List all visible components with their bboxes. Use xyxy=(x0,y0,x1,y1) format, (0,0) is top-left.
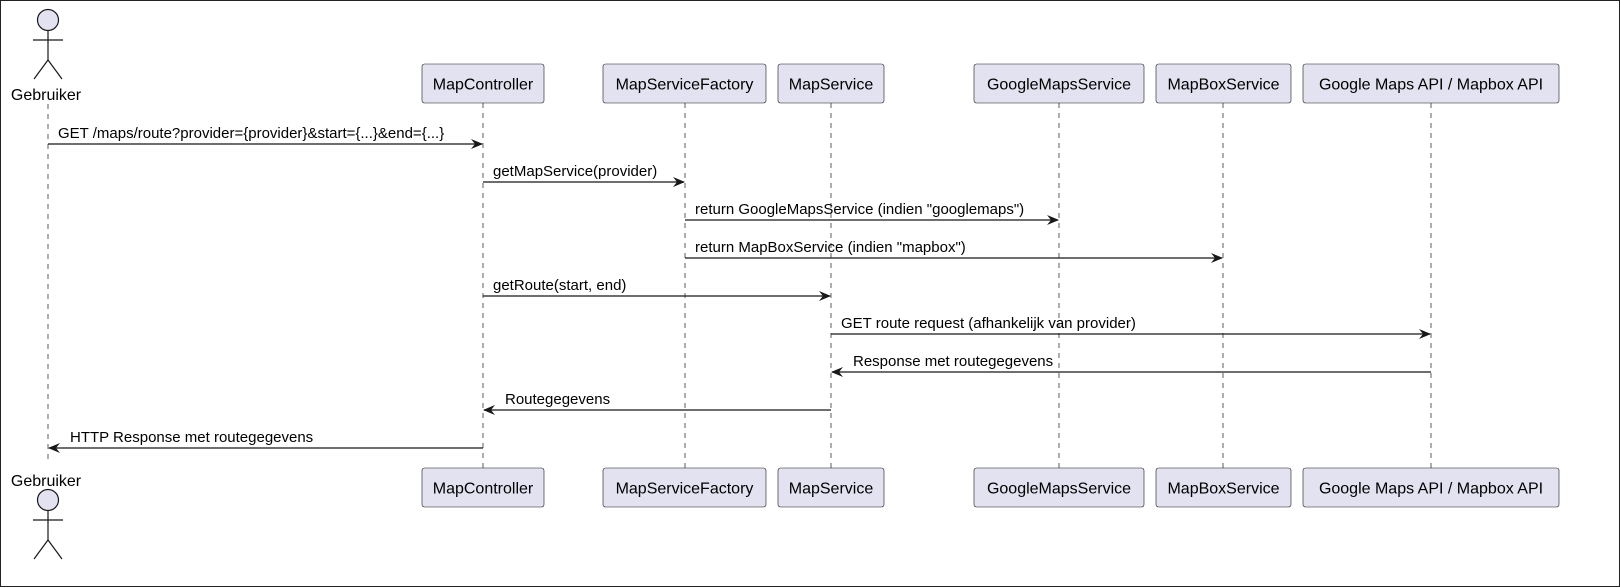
message-3: return GoogleMapsService (indien "google… xyxy=(685,201,1059,225)
message-9: HTTP Response met routegegevens xyxy=(48,429,483,453)
lifelines xyxy=(47,103,1432,468)
participant-mapboxservice-bottom: MapBoxService xyxy=(1155,467,1292,508)
message-label: GET /maps/route?provider={provider}&star… xyxy=(58,125,444,142)
participant-label: MapController xyxy=(433,481,534,498)
participant-label: MapBoxService xyxy=(1167,77,1279,94)
participant-label: MapServiceFactory xyxy=(616,481,754,498)
participant-mapservice-top: MapService xyxy=(777,63,885,104)
actor-label: Gebruiker xyxy=(11,473,82,490)
participant-mapservice-bottom: MapService xyxy=(777,467,885,508)
participant-mapservicefactory-top: MapServiceFactory xyxy=(602,63,767,104)
actor-gebruiker-bottom: Gebruiker xyxy=(11,473,82,560)
participant-googlemapsservice-bottom: GoogleMapsService xyxy=(973,467,1145,508)
participant-label: MapServiceFactory xyxy=(616,77,754,94)
message-5: getRoute(start, end) xyxy=(483,277,831,301)
participant-label: MapBoxService xyxy=(1167,481,1279,498)
message-2: getMapService(provider) xyxy=(483,163,685,187)
message-1: GET /maps/route?provider={provider}&star… xyxy=(48,125,483,149)
participant-external-api-top: Google Maps API / Mapbox API xyxy=(1302,63,1560,104)
message-label: return MapBoxService (indien "mapbox") xyxy=(695,239,966,256)
message-label: GET route request (afhankelijk van provi… xyxy=(841,315,1136,332)
participant-mapcontroller-top: MapController xyxy=(421,63,545,104)
actor-stick-figure-icon xyxy=(33,488,63,560)
participants: MapControllerMapControllerMapServiceFact… xyxy=(421,63,1560,508)
message-label: Response met routegegevens xyxy=(853,353,1053,370)
participant-external-api-bottom: Google Maps API / Mapbox API xyxy=(1302,467,1560,508)
message-7: Response met routegegevens xyxy=(831,353,1431,377)
participant-label: MapController xyxy=(433,77,534,94)
message-label: getMapService(provider) xyxy=(493,163,657,180)
messages: GET /maps/route?provider={provider}&star… xyxy=(48,125,1431,453)
actor-gebruiker-top: Gebruiker xyxy=(11,8,82,104)
message-label: return GoogleMapsService (indien "google… xyxy=(695,201,1024,218)
message-8: Routegegevens xyxy=(483,391,831,415)
actor-stick-figure-icon xyxy=(33,8,63,80)
participant-mapboxservice-top: MapBoxService xyxy=(1155,63,1292,104)
message-6: GET route request (afhankelijk van provi… xyxy=(831,315,1431,339)
participant-label: MapService xyxy=(789,481,874,498)
actor-label: Gebruiker xyxy=(11,87,82,104)
participant-mapcontroller-bottom: MapController xyxy=(421,467,545,508)
participant-label: MapService xyxy=(789,77,874,94)
message-label: getRoute(start, end) xyxy=(493,277,626,294)
participant-label: Google Maps API / Mapbox API xyxy=(1319,77,1543,94)
participant-label: GoogleMapsService xyxy=(987,481,1131,498)
participant-label: GoogleMapsService xyxy=(987,77,1131,94)
participant-mapservicefactory-bottom: MapServiceFactory xyxy=(602,467,767,508)
message-label: Routegegevens xyxy=(505,391,610,408)
message-label: HTTP Response met routegegevens xyxy=(70,429,313,446)
participant-googlemapsservice-top: GoogleMapsService xyxy=(973,63,1145,104)
participant-label: Google Maps API / Mapbox API xyxy=(1319,481,1543,498)
message-4: return MapBoxService (indien "mapbox") xyxy=(685,239,1223,263)
